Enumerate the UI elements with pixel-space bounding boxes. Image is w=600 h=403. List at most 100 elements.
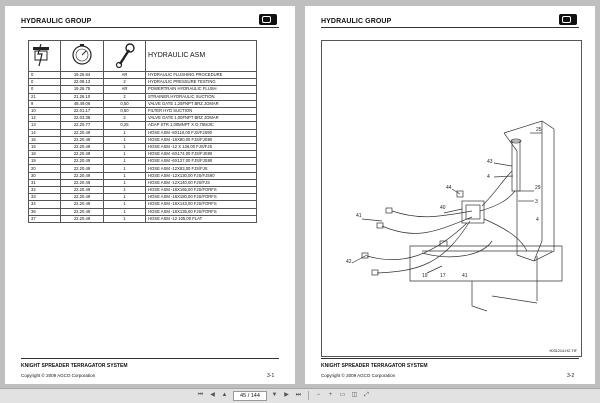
part-number-cell: 22.03.38 (60, 114, 104, 123)
up-arrow-button[interactable]: ▲ (221, 392, 228, 398)
ref-cell: 12 (28, 114, 61, 123)
qty-cell: 1 (103, 157, 146, 166)
qty-cell: AR (103, 85, 146, 94)
part-number-cell: 22.01.17 (60, 106, 104, 116)
description-cell: HOSE ASM -12X140,00 FJS/FJS (145, 178, 257, 188)
fit-page-icon[interactable]: ▭ (339, 392, 346, 398)
part-number-cell: 22.20.49 (60, 200, 104, 209)
qty-cell: 1 (103, 200, 146, 209)
prev-page-button[interactable]: ◀ (210, 392, 215, 398)
part-number-cell: 22.20.49 (60, 178, 104, 188)
fullscreen-icon[interactable]: ⤢ (364, 392, 369, 398)
description-cell: HOSE ASM -16X80,00 FJS/FJS90 (145, 135, 257, 144)
qty-cell: 1 (103, 171, 146, 180)
description-cell: HOSE ASM -12X130,00 FJS/FJS90 (145, 171, 257, 180)
ref-cell: 14 (28, 128, 61, 137)
header-rule (321, 27, 579, 28)
icon-cell (60, 40, 104, 72)
group-title: HYDRAULIC GROUP (21, 18, 92, 25)
parts-icon-row: HYDRAULIC ASM (28, 40, 257, 72)
ref-cell: 18 (28, 150, 61, 159)
part-number-cell: 22.20.49 (60, 193, 104, 202)
part-number-cell: 22.20.77 (60, 121, 104, 130)
diagram-callout: 4 (487, 174, 490, 180)
diagram-callout: 41 (462, 273, 468, 279)
qty-cell: AR (103, 70, 146, 80)
qty-cell: 1 (103, 128, 146, 137)
viewer-toolbar: ⏮ ◀ ▲ 45 / 144 ▼ ▶ ⏭ − + ▭ ◫ ⤢ (0, 388, 600, 403)
qty-cell: 1 (103, 142, 146, 152)
part-number-cell: 22.20.49 (60, 150, 104, 159)
description-cell: HOSE ASM -16X165,00 FJS/FORFS (145, 185, 257, 195)
icon-cell (103, 40, 146, 72)
part-number-cell: 22.20.49 (60, 142, 104, 152)
toolbar-divider (308, 391, 309, 400)
first-page-button[interactable]: ⏮ (197, 392, 204, 398)
zoom-in-icon[interactable]: + (328, 392, 333, 398)
part-number-cell: 48.49.06 (60, 99, 104, 108)
ref-cell: 37 (28, 214, 61, 223)
qty-cell: 1 (103, 185, 146, 195)
part-number-cell: 19.26.84 (60, 70, 104, 80)
footer-title: KNIGHT SPREADER TERRAGATOR SYSTEM (321, 363, 428, 369)
asm-title-cell: HYDRAULIC ASM (145, 40, 257, 72)
ref-cell: 13 (28, 121, 61, 130)
ref-cell: 15 (28, 135, 61, 144)
gauge-icon (72, 44, 92, 65)
ref-cell: 10 (28, 106, 61, 116)
down-arrow-button[interactable]: ▼ (271, 392, 278, 398)
qty-cell: 2 (103, 78, 146, 87)
page-number-input[interactable]: 45 / 144 (233, 391, 267, 401)
ref-cell: 0 (28, 85, 61, 94)
ref-cell: 36 (28, 207, 61, 216)
part-number-cell: 22.20.49 (60, 207, 104, 216)
qty-cell: 2 (103, 114, 146, 123)
part-number-cell: 22.20.49 (60, 135, 104, 144)
description-cell: HOSE ASM -12 105,00 FLAT (145, 214, 257, 223)
two-page-icon[interactable]: ◫ (351, 392, 358, 398)
last-page-button[interactable]: ⏭ (295, 392, 302, 398)
ref-cell: 9 (28, 99, 61, 108)
qty-cell: 1 (103, 193, 146, 202)
description-cell: HOSE ASM -12X83,00 FJS/FJS (145, 164, 257, 173)
part-number-cell: 21.26.10 (60, 92, 104, 101)
ref-cell: 21 (28, 92, 61, 101)
description-cell: HOSE ASM -6X127,00 FJS/FJS90 (145, 157, 257, 166)
qty-cell: 1 (103, 178, 146, 188)
qty-cell: 1 (103, 214, 146, 223)
ref-cell: 0 (28, 78, 61, 87)
diagram-callout: 25 (536, 127, 542, 133)
ref-cell: 33 (28, 193, 61, 202)
qty-cell: 1 (103, 135, 146, 144)
description-cell: STRAINER,HYDRAULIC SUCTION (145, 92, 257, 101)
brand-logo-icon (259, 14, 277, 25)
group-title: HYDRAULIC GROUP (321, 18, 392, 25)
zoom-out-icon[interactable]: − (316, 392, 321, 398)
header-rule (21, 27, 279, 28)
page-number: 3-2 (567, 373, 575, 379)
description-cell: ADAP STR 1,00MNPT X O,75MJIC (145, 121, 257, 130)
next-page-button[interactable]: ▶ (284, 392, 289, 398)
description-cell: FILTER HYD SUCTION (145, 106, 257, 116)
part-number-cell: 22.20.49 (60, 185, 104, 195)
ref-cell: 0 (28, 70, 61, 80)
part-number-cell: 22.20.49 (60, 164, 104, 173)
diagram-callout: 19 (422, 273, 428, 279)
ref-cell: 16 (28, 142, 61, 152)
part-number-cell: 22.20.49 (60, 128, 104, 137)
ref-cell: 20 (28, 164, 61, 173)
exploded-diagram: 25 43 4 29 40 44 41 42 3 19 17 41 4 9031… (321, 40, 582, 357)
